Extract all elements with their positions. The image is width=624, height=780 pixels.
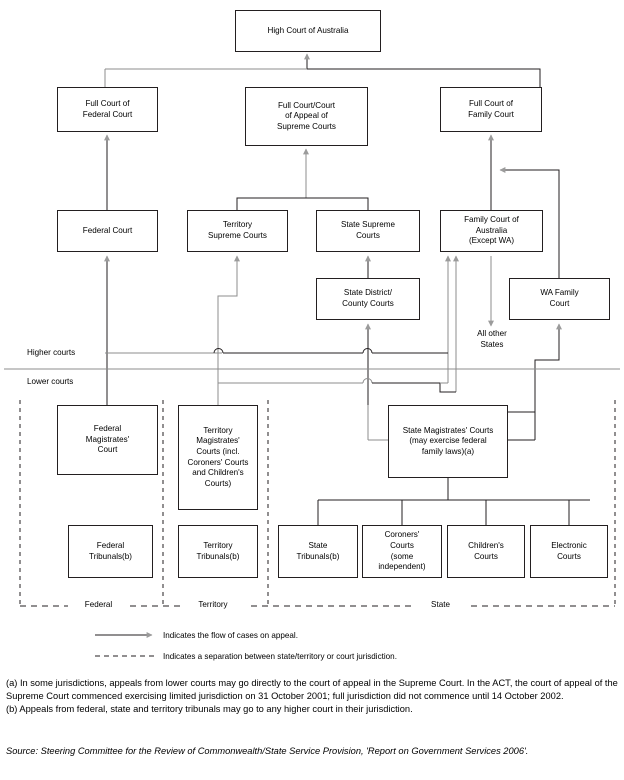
node-label: State District/ County Courts [342,288,394,308]
node-label: Full Court of Federal Court [82,98,133,119]
node-label: Territory Magistrates' Courts (incl. Cor… [187,425,249,488]
node-federal-magistrates-court[interactable]: Federal Magistrates' Court [57,405,158,475]
node-label: Territory Supreme Courts [208,220,267,240]
node-territory-magistrates-courts[interactable]: Territory Magistrates' Courts (incl. Cor… [178,405,258,510]
node-label: Federal Tribunals(b) [89,540,132,561]
node-label: WA Family Court [540,288,579,308]
node-territory-supreme-courts[interactable]: Territory Supreme Courts [187,210,288,252]
node-state-magistrates-courts[interactable]: State Magistrates' Courts (may exercise … [388,405,508,478]
node-electronic-courts[interactable]: Electronic Courts [530,525,608,578]
node-label: Family Court of Australia (Except WA) [464,215,519,246]
node-federal-court[interactable]: Federal Court [57,210,158,252]
node-label: Federal Court [82,225,133,235]
node-label: Full Court of Family Court [468,98,514,119]
footnotes: (a) In some jurisdictions, appeals from … [6,677,618,717]
node-label: State Supreme Courts [341,220,395,240]
node-high-court[interactable]: High Court of Australia [235,10,381,52]
legend-arrow-text: Indicates the flow of cases on appeal. [163,631,298,640]
footnote-a: (a) In some jurisdictions, appeals from … [6,678,618,702]
source-note: Source: Steering Committee for the Revie… [6,745,618,758]
node-label: State Magistrates' Courts (may exercise … [402,425,494,456]
zone-label-federal: Federal [68,600,129,611]
node-coroners-courts[interactable]: Coroners' Courts (some independent) [362,525,442,578]
node-family-court-of-australia[interactable]: Family Court of Australia (Except WA) [440,210,543,252]
node-wa-family-court[interactable]: WA Family Court [509,278,610,320]
node-state-supreme-courts[interactable]: State Supreme Courts [316,210,420,252]
node-full-court-federal[interactable]: Full Court of Federal Court [57,87,158,132]
source-text: Source: Steering Committee for the Revie… [6,746,529,756]
lower-courts-label: Lower courts [27,377,74,386]
node-state-district-county-courts[interactable]: State District/ County Courts [316,278,420,320]
node-state-tribunals[interactable]: State Tribunals(b) [278,525,358,578]
node-label: Electronic Courts [551,540,587,561]
node-label: Coroners' Courts (some independent) [378,530,426,572]
legend-dashed-text: Indicates a separation between state/ter… [163,652,397,661]
node-label: Full Court/Court of Appeal of Supreme Co… [277,100,336,131]
node-label: High Court of Australia [267,25,349,35]
node-full-court-appeal[interactable]: Full Court/Court of Appeal of Supreme Co… [245,87,368,146]
footnote-b: (b) Appeals from federal, state and terr… [6,704,413,715]
node-federal-tribunals[interactable]: Federal Tribunals(b) [68,525,153,578]
all-other-states-label: All other States [477,329,507,349]
higher-courts-label: Higher courts [27,348,76,357]
node-label: Territory Tribunals(b) [196,540,240,561]
node-territory-tribunals[interactable]: Territory Tribunals(b) [178,525,258,578]
zone-label-state: State [415,600,466,611]
node-label: Federal Magistrates' Court [85,424,130,455]
node-label: Children's Courts [468,540,504,561]
node-label: State Tribunals(b) [296,540,340,561]
node-full-court-family[interactable]: Full Court of Family Court [440,87,542,132]
zone-label-territory: Territory [180,600,246,611]
node-childrens-courts[interactable]: Children's Courts [447,525,525,578]
